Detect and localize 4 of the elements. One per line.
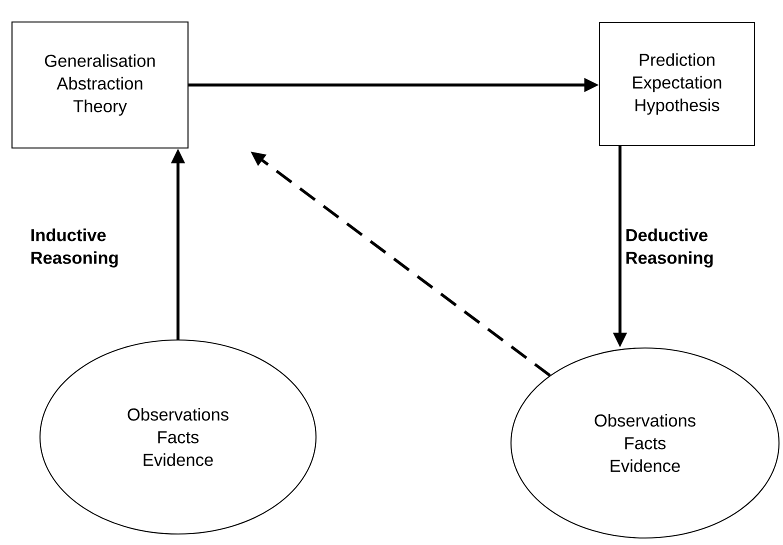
edge-label: Deductive Reasoning	[626, 228, 713, 268]
edge-label: Inductive Reasoning	[31, 228, 118, 268]
concept-box: Generalisation Abstraction Theory	[11, 21, 189, 149]
concept-box: Prediction Expectation Hypothesis	[598, 22, 756, 146]
